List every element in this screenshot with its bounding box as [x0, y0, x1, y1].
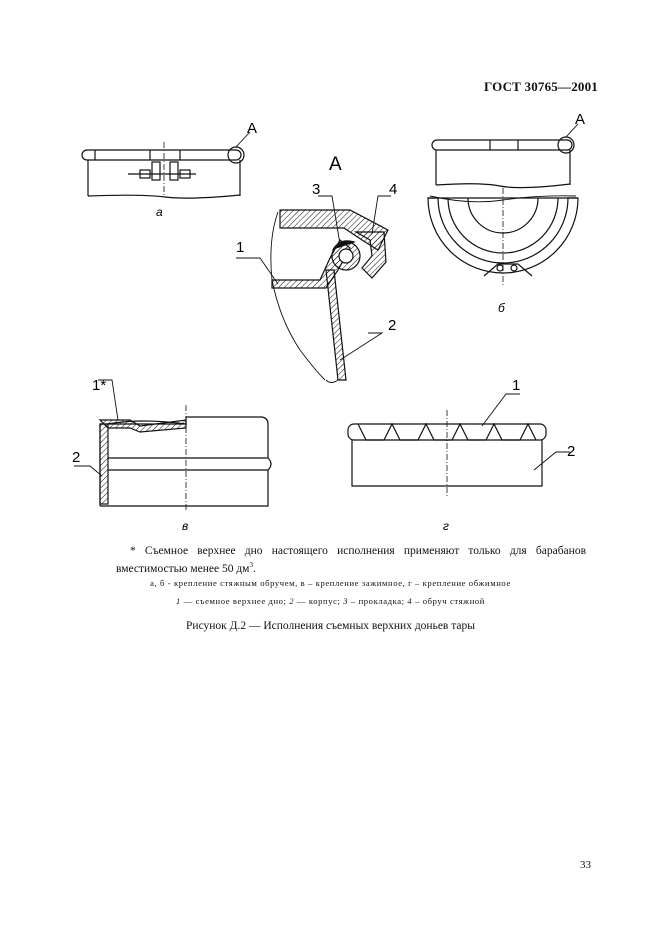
detail-a-drawing [270, 209, 389, 383]
view-a-callout: A [247, 120, 257, 137]
view-b-drawing [427, 123, 579, 285]
document-code: ГОСТ 30765—2001 [483, 79, 598, 94]
footnote-superscript: 3 [249, 561, 253, 569]
legend-num-3: 3 [343, 596, 349, 606]
g-callout-2: 2 [567, 443, 575, 460]
sub-label-b: б [498, 301, 506, 315]
view-g-drawing [347, 393, 570, 496]
view-a-drawing [81, 131, 251, 199]
view-b-callout: A [575, 111, 585, 128]
sub-label-v: в [182, 519, 188, 533]
page-number: 33 [580, 859, 591, 871]
legend-text-2: — корпус; [294, 596, 341, 606]
v-callout-2: 2 [72, 449, 80, 466]
figure-caption: Рисунок Д.2 — Исполнения съемных верхних… [186, 620, 475, 632]
legend-num-4: 4 [407, 596, 413, 606]
g-callout-1: 1 [512, 377, 520, 394]
view-v-drawing [74, 379, 272, 512]
legend-text-3: – прокладка; [348, 596, 405, 606]
technical-drawing: A а A 1 3 4 2 [72, 111, 585, 533]
legend-views: а, б - крепление стяжным обручем, в – кр… [150, 578, 511, 588]
footnote-text: * Съемное верхнее дно настоящего исполне… [116, 545, 586, 575]
detail-callout-2: 2 [388, 317, 396, 334]
legend-parts: 1 — съемное верхнее дно; 2 — корпус; 3 –… [0, 596, 661, 606]
legend-text-1: — съемное верхнее дно; [180, 596, 287, 606]
legend-num-2: 2 [289, 596, 295, 606]
footnote: * Съемное верхнее дно настоящего исполне… [116, 544, 586, 576]
legend-num-1: 1 [176, 596, 181, 606]
v-callout-1: 1* [92, 377, 106, 394]
detail-a-title: A [329, 154, 342, 175]
sub-label-a: а [156, 205, 163, 219]
footnote-end: . [252, 562, 256, 575]
detail-callout-3: 3 [312, 181, 320, 198]
sub-label-g: г [443, 519, 449, 533]
detail-callout-4: 4 [389, 181, 397, 198]
detail-callout-1: 1 [236, 239, 244, 256]
legend-text-4: – обруч стяжной [412, 596, 485, 606]
